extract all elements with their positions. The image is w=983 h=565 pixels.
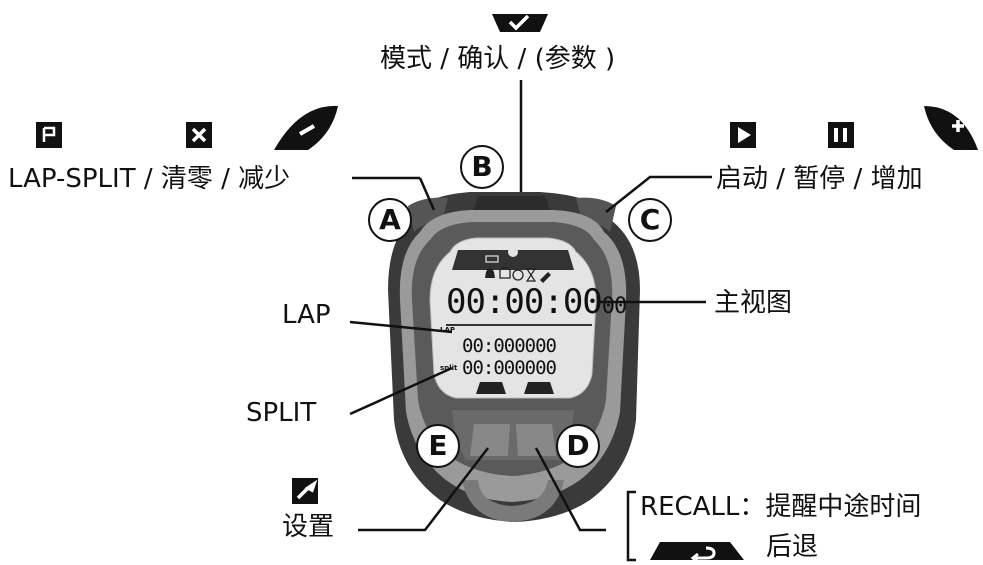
label-recall: RECALL：提醒中途时间 bbox=[640, 492, 922, 522]
stopwatch-icon bbox=[512, 269, 524, 281]
main-time-hundredths: 00 bbox=[601, 294, 627, 319]
lcd-lap-tag: LAP bbox=[440, 326, 456, 334]
label-start-pause: 启动 / 暂停 / 增加 bbox=[716, 164, 923, 194]
button-c-marker[interactable]: C bbox=[628, 198, 672, 242]
lcd-top-strip bbox=[452, 250, 574, 270]
lcd-wrench-icon bbox=[540, 272, 551, 283]
minus-icon bbox=[274, 105, 338, 150]
plus-icon bbox=[924, 106, 978, 150]
alarm-icon bbox=[499, 266, 511, 279]
recall-bracket bbox=[626, 490, 636, 562]
lcd-split-tag: split bbox=[440, 364, 458, 372]
label-back: 后退 bbox=[766, 532, 819, 562]
label-lap: LAP bbox=[282, 300, 331, 330]
lcd-screen bbox=[429, 237, 597, 399]
button-e-marker[interactable]: E bbox=[416, 424, 460, 468]
lanyard-loop bbox=[462, 480, 564, 522]
button-d-pad bbox=[516, 424, 556, 456]
lcd-lap-time: 00:000000 bbox=[462, 335, 557, 357]
lcd-bottom-left-tab bbox=[476, 382, 506, 394]
lcd-split-time: 00:000000 bbox=[462, 357, 557, 379]
lcd-status-icons bbox=[485, 266, 551, 283]
leader-lines bbox=[349, 80, 712, 532]
label-mode-confirm: 模式 / 确认 / (参数 ) bbox=[380, 44, 616, 74]
main-time-digits: 00:00:00 bbox=[446, 282, 603, 322]
label-settings: 设置 bbox=[282, 512, 335, 542]
leader-right bbox=[605, 175, 712, 213]
button-a-marker[interactable]: A bbox=[368, 198, 412, 242]
leader-left-b bbox=[418, 177, 436, 211]
top-button-b bbox=[472, 196, 552, 214]
button-b-marker[interactable]: B bbox=[460, 145, 504, 189]
leader-settings bbox=[358, 447, 489, 532]
bell-icon bbox=[485, 268, 495, 278]
lower-grip bbox=[452, 410, 574, 460]
label-main-view: 主视图 bbox=[714, 288, 793, 318]
lcd-bottom-right-tab bbox=[524, 382, 554, 394]
label-lap-split-clear: LAP-SPLIT / 清零 / 减少 bbox=[8, 164, 291, 194]
back-arrow-icon bbox=[650, 542, 744, 560]
lcd-main-time: 00:00:0000 bbox=[446, 282, 627, 325]
pause-icon bbox=[828, 122, 854, 148]
battery-icon bbox=[485, 255, 499, 263]
side-button-a bbox=[408, 197, 448, 232]
label-split: SPLIT bbox=[246, 398, 317, 428]
lcd-check-icon bbox=[508, 247, 518, 257]
button-d-marker[interactable]: D bbox=[556, 424, 600, 468]
side-button-c bbox=[576, 197, 616, 232]
leader-recall bbox=[534, 447, 606, 532]
leader-split bbox=[349, 366, 453, 416]
leader-lap bbox=[349, 320, 453, 334]
lcd-divider bbox=[446, 324, 592, 326]
hourglass-icon bbox=[525, 268, 537, 282]
button-e-pad bbox=[470, 424, 510, 456]
